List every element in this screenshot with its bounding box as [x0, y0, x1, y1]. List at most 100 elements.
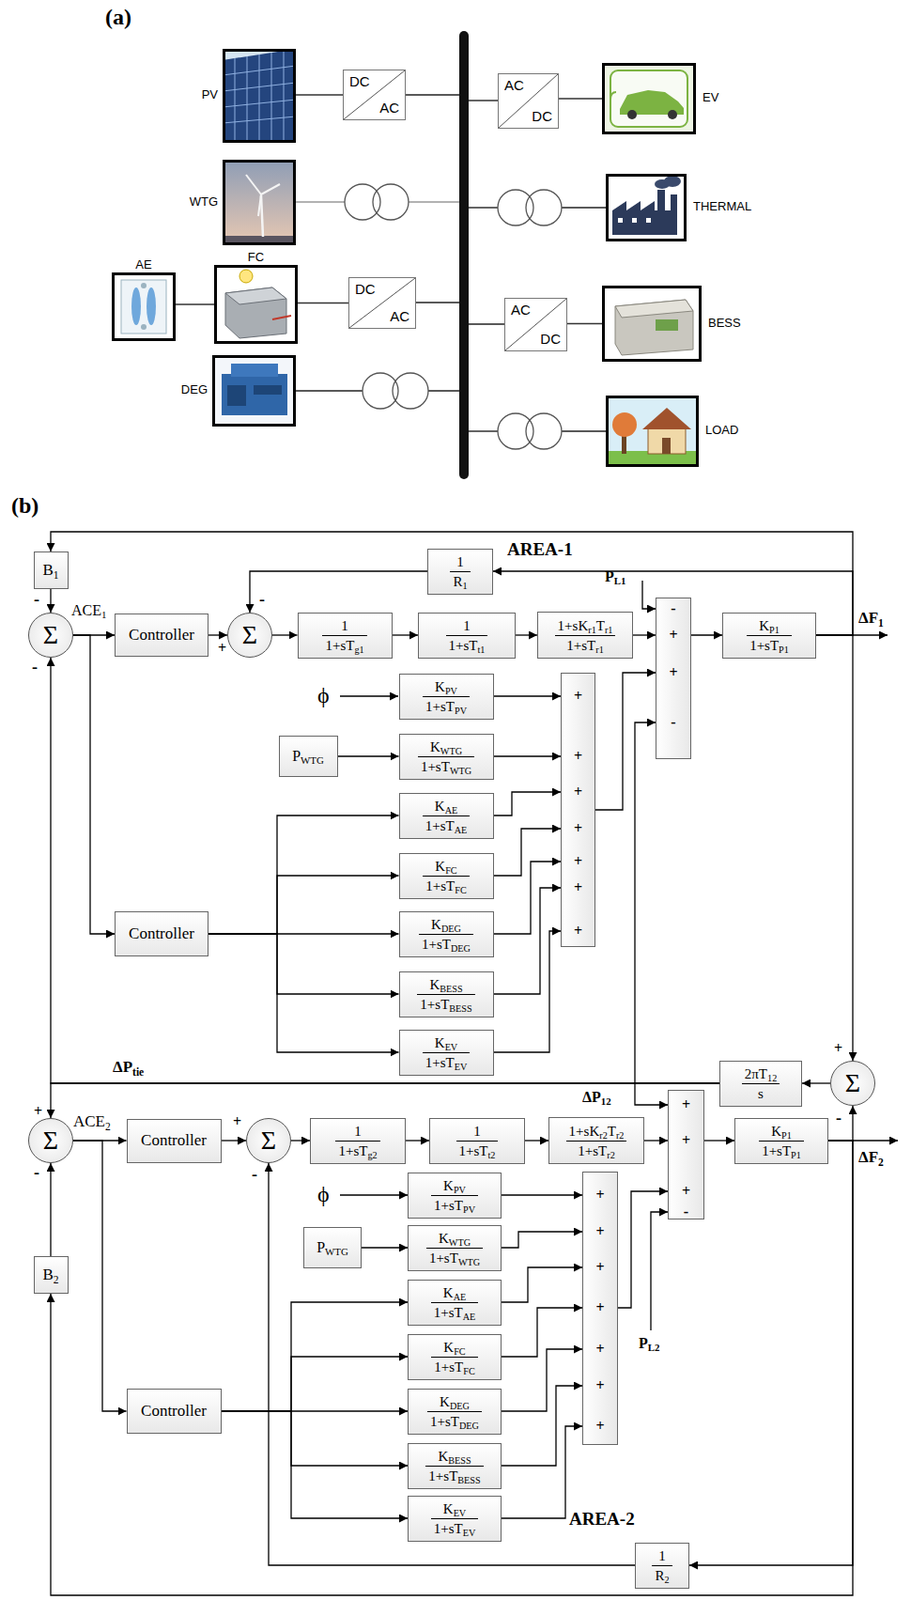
power-wire [408, 200, 460, 202]
sign: + [561, 782, 595, 802]
sign: - [656, 712, 691, 732]
power-wire [295, 94, 606, 432]
signal-line [268, 1162, 635, 1565]
fuel-cell-picture [225, 287, 287, 305]
load-house-picture [605, 395, 699, 467]
signal-line [208, 633, 228, 635]
numerator: KP1 [758, 1122, 804, 1141]
fraction: 1R1 [449, 553, 470, 590]
picture-label: LOAD [705, 423, 739, 437]
signal-line [272, 633, 298, 635]
signal-line [494, 755, 562, 757]
fuel-cell-picture [214, 264, 298, 344]
power-wire [295, 200, 460, 202]
denominator: 1+sTg2 [335, 1140, 380, 1159]
fraction: 11+sTt1 [446, 617, 489, 654]
sum-symbol: Σ [845, 1069, 861, 1097]
thermal-plant-picture [605, 173, 687, 242]
fuel-cell-picture [225, 287, 287, 339]
block-text: B1 [42, 560, 59, 580]
sign: + [668, 1095, 704, 1114]
battery-picture [615, 299, 694, 356]
signal-line [295, 93, 343, 96]
sign: + [583, 1221, 618, 1241]
signal-line [49, 588, 51, 613]
sign: + [561, 921, 595, 941]
numerator: 1+sKr2Tr2 [566, 1122, 628, 1141]
signal-wire [642, 580, 656, 609]
denominator: 1+sTEV [422, 1051, 471, 1071]
drawing-part [283, 50, 285, 143]
signal-line [501, 1231, 583, 1248]
signal-label: + [232, 1111, 242, 1130]
wind-turbine-picture [222, 159, 296, 246]
fraction: KAE1+sTAE [431, 1283, 479, 1321]
summing-junction: Σ [830, 1060, 876, 1106]
signal-line [501, 1266, 583, 1302]
signal-label: PL2 [638, 1333, 660, 1352]
signal-line [221, 1301, 409, 1411]
signal-line [221, 1410, 409, 1466]
thermal-plant-picture [646, 217, 651, 223]
wind-turbine-picture [258, 194, 262, 217]
transfer-function-block: KP11+sTP1 [722, 612, 817, 659]
signal-line [221, 1139, 248, 1141]
numerator: 1 [446, 617, 489, 635]
converter-box: ACDC [497, 73, 559, 129]
numerator: KAE [422, 797, 471, 816]
transfer-function-block: KAE1+sTAE [399, 792, 495, 839]
power-wire [561, 430, 606, 432]
fraction: 1+sKr1Tr11+sTr1 [555, 617, 617, 654]
fuel-cell-picture [239, 269, 253, 283]
picture-label: DEG [181, 383, 208, 397]
fraction: KFC1+sTFC [431, 1338, 478, 1375]
transformer-symbol [525, 413, 562, 449]
picture-label: WTG [189, 195, 218, 209]
diesel-generator-picture [212, 355, 296, 427]
electrolyser-picture [111, 272, 176, 341]
sign: - [656, 599, 691, 618]
denominator: 1+sTAE [431, 1301, 479, 1321]
converter-diagonal [505, 298, 567, 351]
signal-line [501, 1193, 583, 1195]
sign: + [561, 686, 595, 706]
transformer-symbol [392, 372, 429, 409]
denominator: 1+sTt2 [456, 1140, 499, 1159]
fraction: 1R2 [651, 1546, 672, 1584]
transfer-function-block: KBESS1+sTBESS [407, 1442, 502, 1489]
pv-picture [222, 48, 296, 143]
fraction: KWTG1+sTWTG [417, 738, 475, 775]
numerator: KWTG [417, 738, 475, 757]
thermal-plant-picture [612, 189, 678, 235]
denominator: 1+sTg1 [322, 634, 367, 654]
component-picture: LOAD [605, 395, 699, 467]
signal-line [297, 302, 349, 305]
block-box: B2 [33, 1255, 69, 1294]
sign: + [583, 1185, 618, 1205]
load-house-picture [605, 395, 699, 467]
power-wire [468, 323, 505, 325]
thermal-plant-picture [663, 175, 681, 187]
fraction: 11+sTg1 [322, 617, 367, 654]
thermal-plant-picture [632, 217, 637, 223]
denominator: R2 [651, 1564, 672, 1584]
fraction: 2πT12s [741, 1065, 780, 1102]
power-wire [428, 389, 460, 391]
transfer-function-block: KAE1+sTAE [407, 1279, 502, 1326]
signal-line [49, 1162, 51, 1256]
ev-picture [602, 62, 696, 135]
transfer-function-block: 1+sKr2Tr21+sTr2 [548, 1116, 645, 1164]
transfer-function-block: 1+sKr1Tr11+sTr1 [537, 611, 634, 659]
fraction: KEV1+sTEV [422, 1034, 471, 1071]
component-picture: BESS [602, 285, 702, 362]
block-box: Controller [126, 1118, 222, 1163]
diesel-generator-picture [253, 385, 282, 395]
numerator: KBESS [425, 1447, 483, 1466]
electrolyser-picture [121, 279, 167, 334]
signal-line [501, 1348, 583, 1411]
component-picture: FC [214, 264, 298, 344]
numerator: KDEG [418, 915, 474, 934]
fraction: KAE1+sTAE [422, 797, 471, 834]
bus-bar [459, 30, 469, 479]
component-picture: THERMAL [605, 173, 687, 242]
